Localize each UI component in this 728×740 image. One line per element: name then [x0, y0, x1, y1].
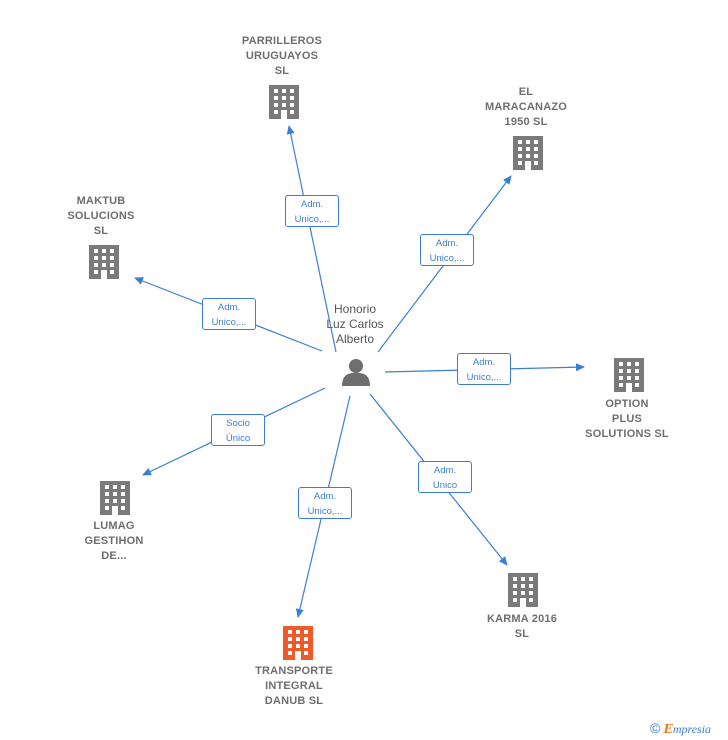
edge-label-maracanazo: Adm. Unico,...: [420, 234, 474, 266]
company-label-parrilleros[interactable]: PARRILLEROS URUGUAYOS SL: [241, 35, 323, 77]
person-label[interactable]: Honorio Luz Carlos Alberto: [326, 302, 384, 346]
copyright-icon: ©: [650, 720, 661, 736]
brand-logo: © Empresia: [650, 720, 711, 737]
company-label-maracanazo[interactable]: EL MARACANAZO 1950 SL: [484, 86, 568, 128]
edge-parrilleros: [286, 125, 337, 353]
company-label-karma[interactable]: KARMA 2016 SL: [486, 613, 558, 640]
brand-name: mpresia: [672, 722, 712, 736]
company-label-maktub[interactable]: MAKTUB SOLUCIONS SL: [67, 195, 135, 237]
company-label-lumag[interactable]: LUMAG GESTIHON DE...: [84, 520, 144, 562]
brand-e: E: [663, 722, 673, 736]
company-label-option[interactable]: OPTION PLUS SOLUTIONS SL: [585, 398, 669, 440]
building-icon-transporte[interactable]: [283, 626, 313, 660]
edge-label-transporte: Adm. Unico,...: [298, 487, 352, 519]
building-icon-lumag[interactable]: [100, 481, 130, 515]
edge-label-karma: Adm. Unico: [418, 461, 472, 493]
building-icon-option[interactable]: [614, 358, 644, 392]
building-icon-karma[interactable]: [508, 573, 538, 607]
edge-label-maktub: Adm. Unico,...: [202, 298, 256, 330]
person-icon[interactable]: [342, 359, 370, 386]
edge-label-lumag: Socio Único: [211, 414, 265, 446]
building-icon-parrilleros[interactable]: [269, 85, 299, 119]
company-label-transporte[interactable]: TRANSPORTE INTEGRAL DANUB SL: [255, 665, 333, 707]
building-icon-maracanazo[interactable]: [513, 136, 543, 170]
edge-label-option: Adm. Unico,...: [457, 353, 511, 385]
building-icon-maktub[interactable]: [89, 245, 119, 279]
edge-label-parrilleros: Adm. Unico,...: [285, 195, 339, 227]
